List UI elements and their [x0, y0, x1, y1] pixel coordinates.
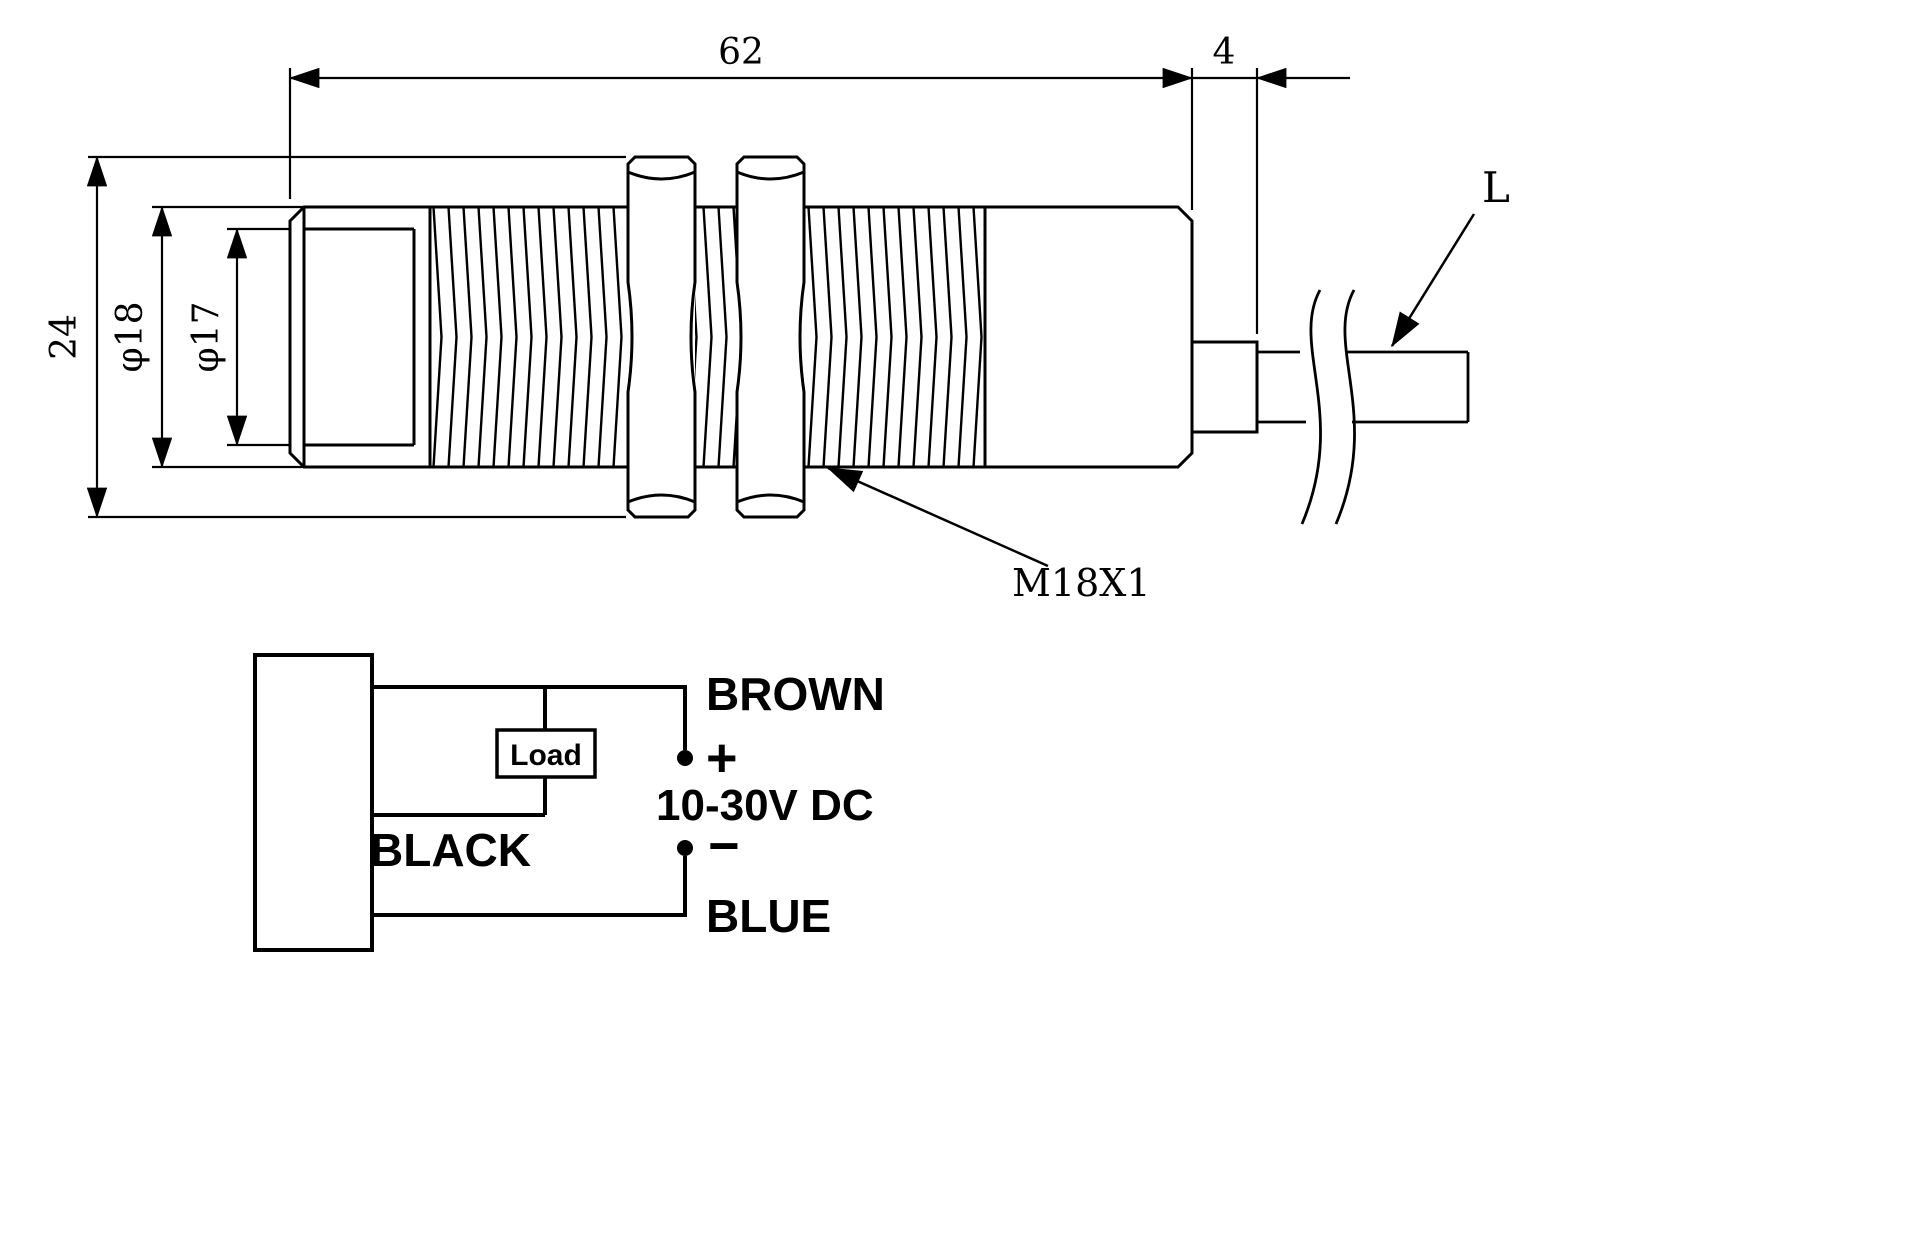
sensor-box — [253, 653, 374, 952]
dim-face-diameter: φ17 — [186, 301, 227, 372]
label-supply-voltage: 10-30V DC — [656, 781, 874, 830]
label-load: Load — [510, 739, 582, 772]
dimension-lines — [86, 67, 1350, 519]
thread-section-mid — [695, 207, 737, 467]
leader-thread-spec — [826, 466, 1049, 568]
cable — [1257, 289, 1470, 525]
hex-nut-1-chamfer-top — [627, 170, 696, 181]
dim-thread-length: 62 — [718, 32, 764, 73]
dim-rear-step: 4 — [1213, 32, 1236, 73]
cable-break-curve-1 — [1300, 289, 1322, 525]
terminal-minus-dot — [677, 840, 693, 856]
dim-outer-diameter: φ18 — [110, 301, 151, 372]
thread-section-1 — [430, 207, 628, 467]
dimension-labels: 62 4 24 φ18 φ17 M18X1 L — [44, 32, 1510, 605]
label-terminal-minus: − — [708, 816, 740, 876]
thread-section-2 — [804, 207, 985, 467]
hex-nut-1 — [626, 155, 697, 519]
cable-break-curve-2 — [1334, 289, 1356, 525]
leader-lines — [826, 213, 1476, 568]
label-wire-black: BLACK — [370, 824, 531, 876]
hex-nut-1-chamfer-bottom — [627, 493, 696, 504]
leader-cable-length — [1390, 213, 1476, 348]
sensor-side-view — [288, 155, 1470, 525]
label-wire-blue: BLUE — [706, 890, 831, 942]
wire-blue — [372, 856, 687, 917]
cable-collar — [1192, 340, 1259, 434]
hex-nut-2-chamfer-top — [736, 170, 805, 181]
label-terminal-plus: + — [706, 728, 738, 788]
hex-nut-2-chamfer-bottom — [736, 493, 805, 504]
wire-brown — [372, 685, 687, 750]
label-cable-length: L — [1482, 163, 1510, 212]
dim-across-flats: 24 — [44, 314, 85, 360]
hex-nut-2 — [735, 155, 806, 519]
label-wire-brown: BROWN — [706, 668, 885, 720]
sensor-rear-body — [983, 205, 1194, 469]
wiring-diagram: BROWN + 10-30V DC − BLUE BLACK Load — [253, 653, 885, 952]
sensor-head — [288, 205, 432, 469]
terminal-plus-dot — [677, 750, 693, 766]
label-thread-spec: M18X1 — [1012, 561, 1151, 605]
